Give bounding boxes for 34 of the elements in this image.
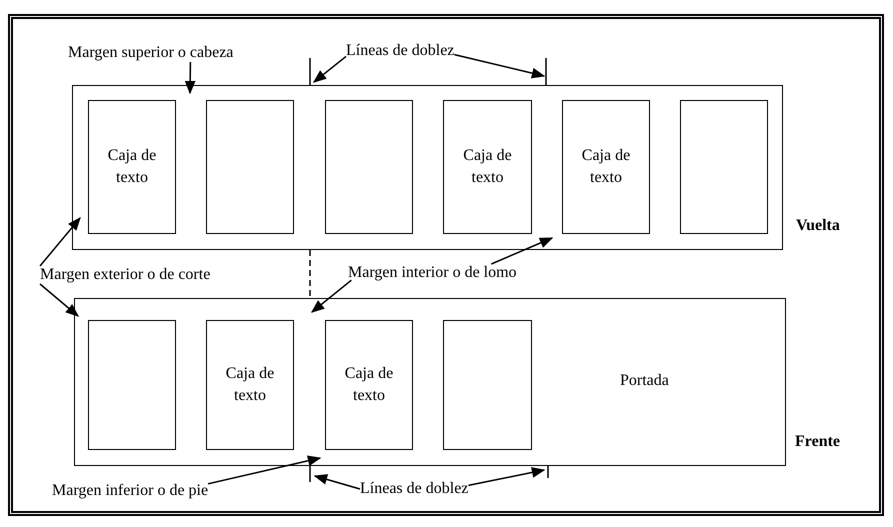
leader-arrow xyxy=(40,283,80,317)
leader-arrow xyxy=(454,54,546,78)
leader-arrow xyxy=(39,216,81,266)
text-area-frame xyxy=(443,100,532,234)
leader-arrow xyxy=(490,237,554,265)
text-area-frame xyxy=(325,320,413,450)
leader-arrow xyxy=(184,62,196,94)
leader-arrow xyxy=(208,455,322,485)
callout-label: Líneas de doblez xyxy=(360,480,468,498)
page-frame xyxy=(206,100,294,234)
box-label: Caja de texto xyxy=(225,364,275,406)
box-label: Caja de texto xyxy=(344,364,394,406)
callout-label: Margen interior o de lomo xyxy=(348,264,517,282)
callout-label: Margen inferior o de pie xyxy=(52,482,208,500)
cover-label: Portada xyxy=(620,372,669,390)
box-label: Caja de texto xyxy=(107,146,157,188)
callout-label: Margen exterior o de corte xyxy=(40,266,210,284)
callout-label: Margen superior o cabeza xyxy=(68,44,234,62)
leader-arrow xyxy=(312,56,346,83)
leader-arrow xyxy=(314,474,360,490)
callout-label: Líneas de doblez xyxy=(346,42,454,60)
side-label: Frente xyxy=(795,433,840,451)
leader-arrow xyxy=(310,280,352,313)
box-label: Caja de texto xyxy=(462,146,512,188)
page-frame xyxy=(325,100,413,234)
text-area-frame xyxy=(206,320,294,450)
text-area-frame xyxy=(88,100,176,234)
page-frame xyxy=(680,100,768,234)
text-area-frame xyxy=(562,100,650,234)
side-label: Vuelta xyxy=(796,217,840,235)
page-frame xyxy=(443,320,532,450)
box-label: Caja de texto xyxy=(581,146,631,188)
leader-arrow xyxy=(468,467,546,486)
page-frame xyxy=(88,320,176,450)
